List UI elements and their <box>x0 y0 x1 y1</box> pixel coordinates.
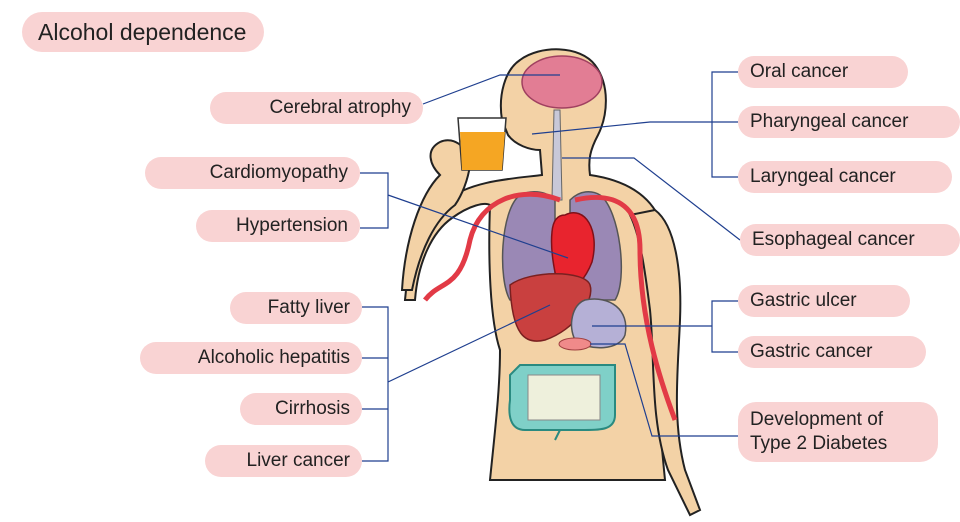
label-esophageal-cancer: Esophageal cancer <box>740 224 960 256</box>
label-type2-diabetes: Development of Type 2 Diabetes <box>738 402 938 462</box>
label-cardiomyopathy: Cardiomyopathy <box>145 157 360 189</box>
label-cerebral-atrophy: Cerebral atrophy <box>210 92 423 124</box>
label-gastric-ulcer: Gastric ulcer <box>738 285 910 317</box>
label-fatty-liver: Fatty liver <box>230 292 362 324</box>
label-hypertension: Hypertension <box>196 210 360 242</box>
label-type2-diabetes-line1: Development of <box>750 408 926 432</box>
trachea <box>552 110 562 200</box>
pancreas-organ <box>559 338 591 350</box>
label-laryngeal-cancer: Laryngeal cancer <box>738 161 952 193</box>
small-intestine <box>528 375 600 420</box>
label-oral-cancer: Oral cancer <box>738 56 908 88</box>
brain-organ <box>522 56 602 108</box>
label-liver-cancer: Liver cancer <box>205 445 362 477</box>
label-type2-diabetes-line2: Type 2 Diabetes <box>750 432 926 456</box>
label-pharyngeal-cancer: Pharyngeal cancer <box>738 106 960 138</box>
page-title: Alcohol dependence <box>22 12 264 52</box>
label-cirrhosis: Cirrhosis <box>240 393 362 425</box>
label-alcoholic-hepatitis: Alcoholic hepatitis <box>140 342 362 374</box>
beer-glass-icon <box>458 118 506 170</box>
label-gastric-cancer: Gastric cancer <box>738 336 926 368</box>
